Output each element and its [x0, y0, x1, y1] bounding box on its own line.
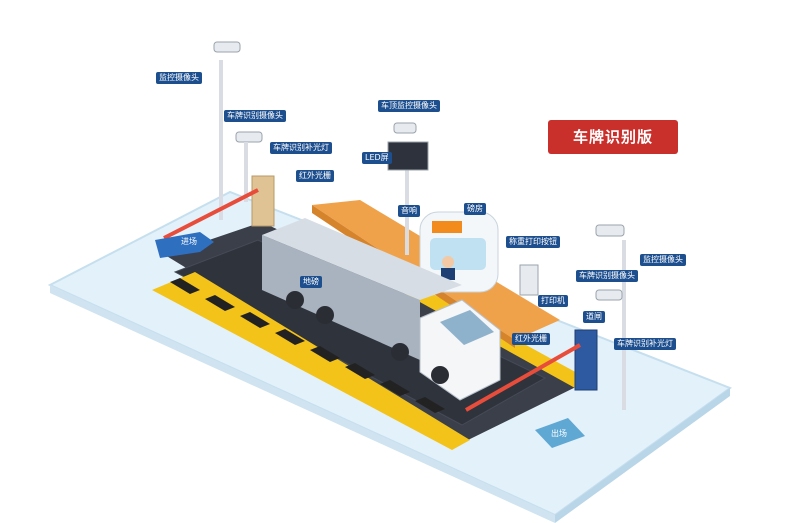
truck-windshield	[440, 310, 494, 345]
truck-wheel	[316, 306, 334, 324]
left-plate-cam-pole	[244, 142, 248, 202]
truck-container-side	[262, 235, 420, 360]
label-led-screen: LED屏	[362, 152, 392, 164]
base-platform-side-right	[555, 388, 730, 523]
truck-wheel	[286, 291, 304, 309]
label-monitor-cam-right: 监控摄像头	[640, 254, 686, 266]
label-weigh-print-btn: 称重打印按钮	[506, 236, 560, 248]
left-monitor-cam	[213, 41, 241, 53]
label-monitor-cam-left: 监控摄像头	[156, 72, 202, 84]
booth-logo	[432, 221, 462, 233]
hazard-stripe-darks	[170, 278, 445, 413]
left-plate-cam	[235, 131, 263, 143]
label-ir-grating-right: 红外光栅	[512, 333, 550, 345]
label-barrier-gate: 道闸	[583, 311, 605, 323]
label-plate-light-right: 车牌识别补光灯	[614, 338, 676, 350]
arrow-exit-label: 出场	[548, 428, 570, 440]
right-barrier-arm	[465, 343, 581, 412]
left-barrier-arm	[163, 188, 259, 240]
title-badge: 车牌识别版	[548, 120, 678, 154]
roof-cam-body	[393, 122, 417, 134]
label-plate-cam-left: 车牌识别摄像头	[224, 110, 286, 122]
base-platform-side	[50, 285, 555, 523]
label-speaker: 音响	[398, 205, 420, 217]
left-monitor-pole	[219, 60, 223, 220]
truck-container-top	[262, 218, 462, 300]
truck-wheel	[391, 343, 409, 361]
label-weighbridge: 地磅	[300, 276, 322, 288]
left-gate-column	[251, 175, 275, 227]
label-roof-cam: 车顶监控摄像头	[378, 100, 440, 112]
booth-window	[430, 238, 486, 270]
arrow-entry-label: 进场	[178, 236, 200, 248]
label-plate-light-left: 车牌识别补光灯	[270, 142, 332, 154]
label-plate-cam-right: 车牌识别摄像头	[576, 270, 638, 282]
operator-body	[441, 268, 455, 280]
led-screen	[387, 141, 429, 171]
printer-kiosk	[519, 264, 539, 296]
truck-wheel	[431, 366, 449, 384]
label-ir-grating-left: 红外光栅	[296, 170, 334, 182]
right-gate-column	[574, 329, 598, 391]
label-printer: 打印机	[538, 295, 568, 307]
right-monitor-pole	[622, 240, 626, 410]
right-monitor-cam	[595, 224, 625, 237]
label-booth: 磅房	[464, 203, 486, 215]
operator-head	[442, 256, 454, 268]
right-plate-cam	[595, 289, 623, 301]
